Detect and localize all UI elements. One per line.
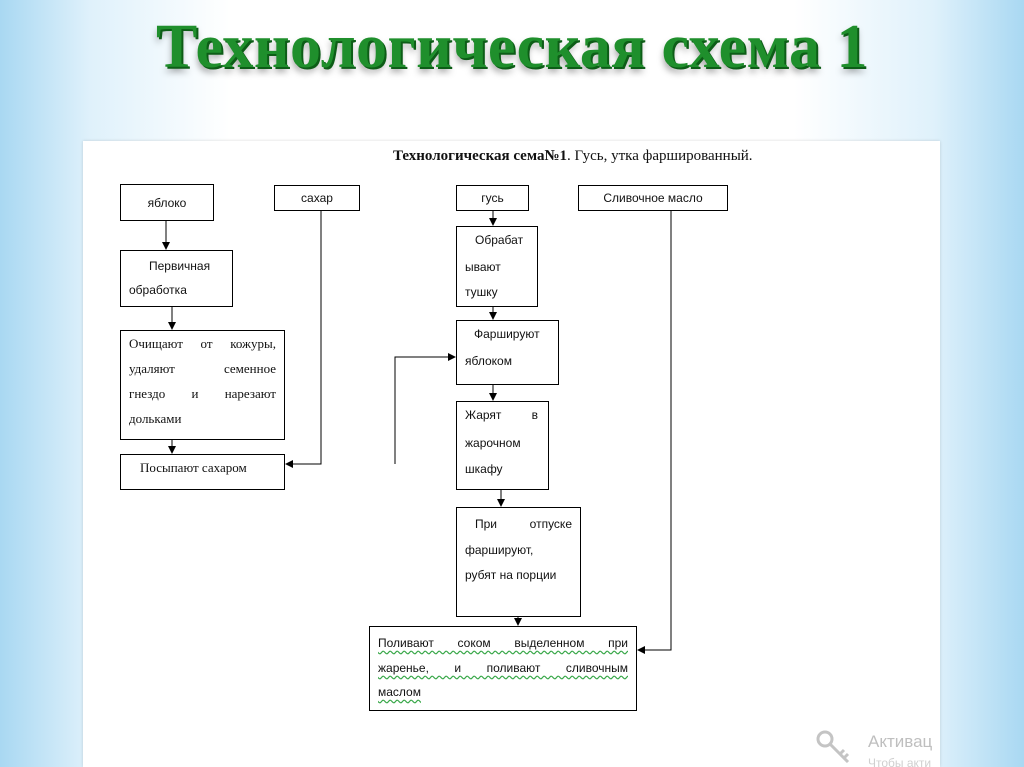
scheme-page: Технологическая сема№1. Гусь, утка фарши…: [83, 141, 940, 767]
node-apple: яблоко: [120, 184, 214, 221]
scheme-title-bold: Технологическая сема№1: [393, 148, 568, 164]
node-primary-processing: Первичная обработка: [120, 250, 233, 307]
node-pour: Поливают соком выделенном при жаренье, и…: [369, 626, 637, 711]
peel-line1: Очищают от кожуры,: [129, 336, 276, 351]
fry-line1: Жарят в: [465, 408, 538, 422]
fry-line3: шкафу: [465, 462, 503, 476]
node-sugar: сахар: [274, 185, 360, 211]
process-carcass-line1: Обрабат: [475, 233, 524, 247]
node-fry: Жарят в жарочном шкафу: [456, 401, 549, 490]
fry-line2: жарочном: [465, 436, 521, 450]
node-sugar-label: сахар: [301, 191, 333, 205]
stuff-apple-line2: яблоком: [465, 354, 512, 368]
pour-line1: Поливают соком выделенном при: [378, 636, 628, 650]
node-peel: Очищают от кожуры, удаляют семенное гнез…: [120, 330, 285, 440]
node-goose-label: гусь: [481, 191, 504, 205]
process-carcass-line3: тушку: [465, 285, 498, 299]
watermark-line2: Чтобы акти: [868, 756, 932, 767]
activation-watermark: Активац Чтобы акти: [810, 724, 950, 767]
pour-line3: маслом: [378, 685, 421, 699]
stuff-apple-line1: Фаршируют: [474, 327, 540, 341]
serving-line2: фаршируют,: [465, 543, 534, 557]
key-icon: [814, 728, 860, 767]
scheme-title: Технологическая сема№1. Гусь, утка фарши…: [393, 148, 753, 165]
node-serving: При отпуске фаршируют, рубят на порции: [456, 507, 581, 617]
arrow-butter-to-pour: [637, 211, 672, 654]
sprinkle-sugar-label: Посыпают сахаром: [140, 460, 247, 475]
serving-line3: рубят на порции: [465, 568, 557, 582]
process-carcass-line2: ывают: [465, 260, 501, 274]
node-stuff-apple: Фаршируют яблоком: [456, 320, 559, 385]
arrow-sprinkle-to-stuff: [394, 353, 456, 464]
node-butter-label: Сливочное масло: [603, 191, 703, 205]
primary-processing-line2: обработка: [129, 283, 187, 297]
peel-line2: удаляют семенное: [129, 361, 276, 376]
node-butter: Сливочное масло: [578, 185, 728, 211]
peel-line3: гнездо и нарезают: [129, 386, 276, 401]
arrow-sugar-to-sprinkle: [285, 211, 322, 468]
node-sprinkle-sugar: Посыпают сахаром: [120, 454, 285, 490]
serving-line1: При отпуске: [475, 517, 572, 531]
node-apple-label: яблоко: [147, 195, 187, 210]
node-process-carcass: Обрабат ывают тушку: [456, 226, 538, 307]
node-goose: гусь: [456, 185, 529, 211]
scheme-title-rest: . Гусь, утка фаршированный.: [567, 148, 753, 164]
slide-title: Технологическая схема 1: [156, 13, 868, 81]
flow-arrows: [162, 211, 672, 654]
watermark-line1: Активац: [868, 732, 933, 751]
primary-processing-line1: Первичная: [149, 259, 211, 273]
peel-line4: дольками: [129, 411, 182, 426]
pour-line2: жаренье, и поливают сливочным: [378, 661, 628, 675]
